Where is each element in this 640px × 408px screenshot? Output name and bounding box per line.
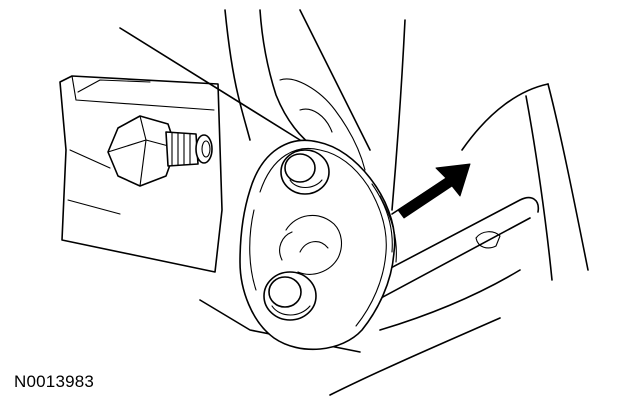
threaded-stud [165, 131, 213, 167]
upper-mounting-pin [280, 149, 330, 195]
indicator-arrow-icon [391, 163, 471, 219]
heat-shield [329, 83, 589, 396]
hex-nut [107, 115, 177, 187]
body-panel [119, 9, 406, 211]
bracket-plate [59, 75, 223, 273]
lower-mounting-pin [263, 271, 317, 321]
figure-id-label: N0013983 [14, 372, 95, 391]
